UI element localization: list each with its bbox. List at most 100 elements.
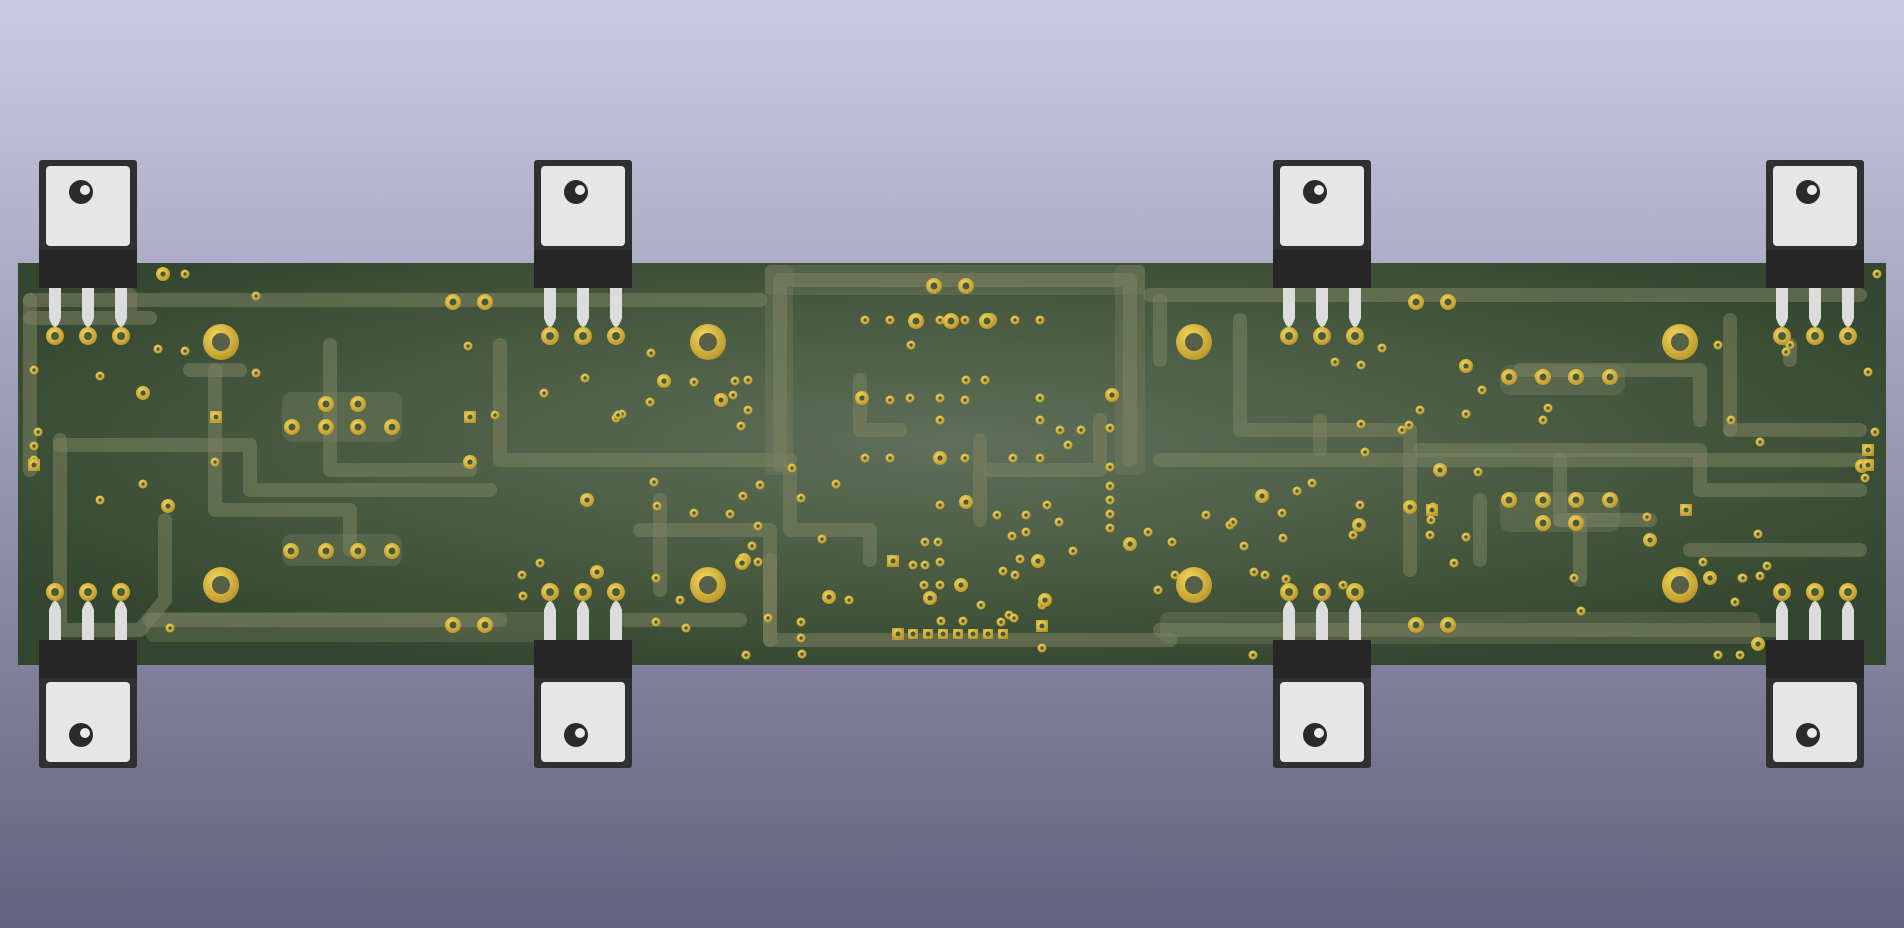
to220-package[interactable] <box>1766 160 1864 345</box>
lead-bend <box>610 318 622 327</box>
lead <box>115 288 127 318</box>
heatsink-tab <box>1280 166 1364 246</box>
drill-hole <box>520 573 524 577</box>
drill-hole <box>938 318 942 322</box>
lead-bend <box>1316 601 1328 610</box>
drill-hole <box>799 636 803 640</box>
drill-hole <box>354 547 362 555</box>
copper-traces <box>23 273 1867 647</box>
to220-package[interactable] <box>534 583 632 768</box>
drill-hole <box>890 558 896 564</box>
drill-hole <box>1170 540 1174 544</box>
mounting-hole <box>1671 333 1689 351</box>
package-body <box>1273 640 1371 678</box>
drill-hole <box>756 560 760 564</box>
lead-bend <box>1316 318 1328 327</box>
heatsink-tab <box>46 682 130 762</box>
drill-hole <box>799 496 803 500</box>
drill-hole <box>1058 428 1062 432</box>
drill-hole <box>288 423 296 431</box>
drill-hole <box>741 494 745 498</box>
heatsink-tab <box>1280 682 1364 762</box>
drill-hole <box>183 349 187 353</box>
drill-hole <box>739 424 743 428</box>
tab-hole-shine <box>1807 185 1817 195</box>
lead <box>544 610 556 642</box>
drill-hole <box>1108 426 1112 430</box>
drill-hole <box>1127 541 1133 547</box>
drill-hole <box>739 560 745 566</box>
drill-hole <box>955 631 961 637</box>
drill-hole <box>1038 396 1042 400</box>
lead <box>82 610 94 642</box>
lead <box>1776 288 1788 318</box>
drill-hole <box>1758 440 1762 444</box>
lead <box>1842 610 1854 642</box>
drill-hole <box>612 332 620 340</box>
lead <box>49 288 61 318</box>
drill-hole <box>923 563 927 567</box>
to220-package[interactable] <box>1273 583 1371 768</box>
package-body <box>1766 640 1864 678</box>
drill-hole <box>922 583 926 587</box>
drill-hole <box>98 374 102 378</box>
drill-hole <box>1716 653 1720 657</box>
pcb-board[interactable] <box>18 263 1886 665</box>
to220-packages[interactable] <box>39 160 1864 768</box>
drill-hole <box>1606 373 1614 381</box>
drill-hole <box>481 621 489 629</box>
lead-bend <box>577 318 589 327</box>
drill-hole <box>1546 406 1550 410</box>
drill-hole <box>542 391 546 395</box>
drill-hole <box>731 393 735 397</box>
lead <box>1316 610 1328 642</box>
mounting-holes <box>203 324 1698 603</box>
to220-package[interactable] <box>534 160 632 345</box>
tab-hole-shine <box>1314 728 1324 738</box>
lead-bend <box>1349 318 1361 327</box>
drill-hole <box>1755 641 1761 647</box>
drill-hole <box>1765 564 1769 568</box>
drill-hole <box>579 332 587 340</box>
drill-hole <box>1351 533 1355 537</box>
drill-hole <box>1359 422 1363 426</box>
drill-hole <box>31 462 37 468</box>
drill-hole <box>1259 493 1265 499</box>
drill-hole <box>140 390 146 396</box>
drill-hole <box>925 631 931 637</box>
to220-package[interactable] <box>39 583 137 768</box>
drill-hole <box>1645 515 1649 519</box>
lead-bend <box>610 601 622 610</box>
drill-hole <box>584 497 590 503</box>
drill-hole <box>1280 511 1284 515</box>
drill-hole <box>254 371 258 375</box>
lead <box>577 288 589 318</box>
drill-hole <box>322 400 330 408</box>
to220-package[interactable] <box>1766 583 1864 768</box>
drill-hole <box>1758 574 1762 578</box>
lead <box>610 288 622 318</box>
tab-hole-shine <box>575 728 585 738</box>
drill-hole <box>958 582 964 588</box>
drill-hole <box>1013 573 1017 577</box>
package-body <box>1766 250 1864 288</box>
tab-hole-shine <box>575 185 585 195</box>
drill-hole <box>1146 530 1150 534</box>
drill-hole <box>1437 467 1443 473</box>
drill-hole <box>910 631 916 637</box>
to220-package[interactable] <box>39 160 137 345</box>
drill-hole <box>1741 576 1745 580</box>
drill-hole <box>820 537 824 541</box>
mounting-hole <box>699 576 717 594</box>
drill-hole <box>1038 318 1042 322</box>
drill-hole <box>1400 428 1404 432</box>
drill-hole <box>1358 503 1362 507</box>
drill-hole <box>1045 503 1049 507</box>
drill-hole <box>1873 430 1877 434</box>
drill-hole <box>1042 597 1048 603</box>
drill-hole <box>888 318 892 322</box>
drill-hole <box>616 413 620 417</box>
to220-package[interactable] <box>1273 160 1371 345</box>
